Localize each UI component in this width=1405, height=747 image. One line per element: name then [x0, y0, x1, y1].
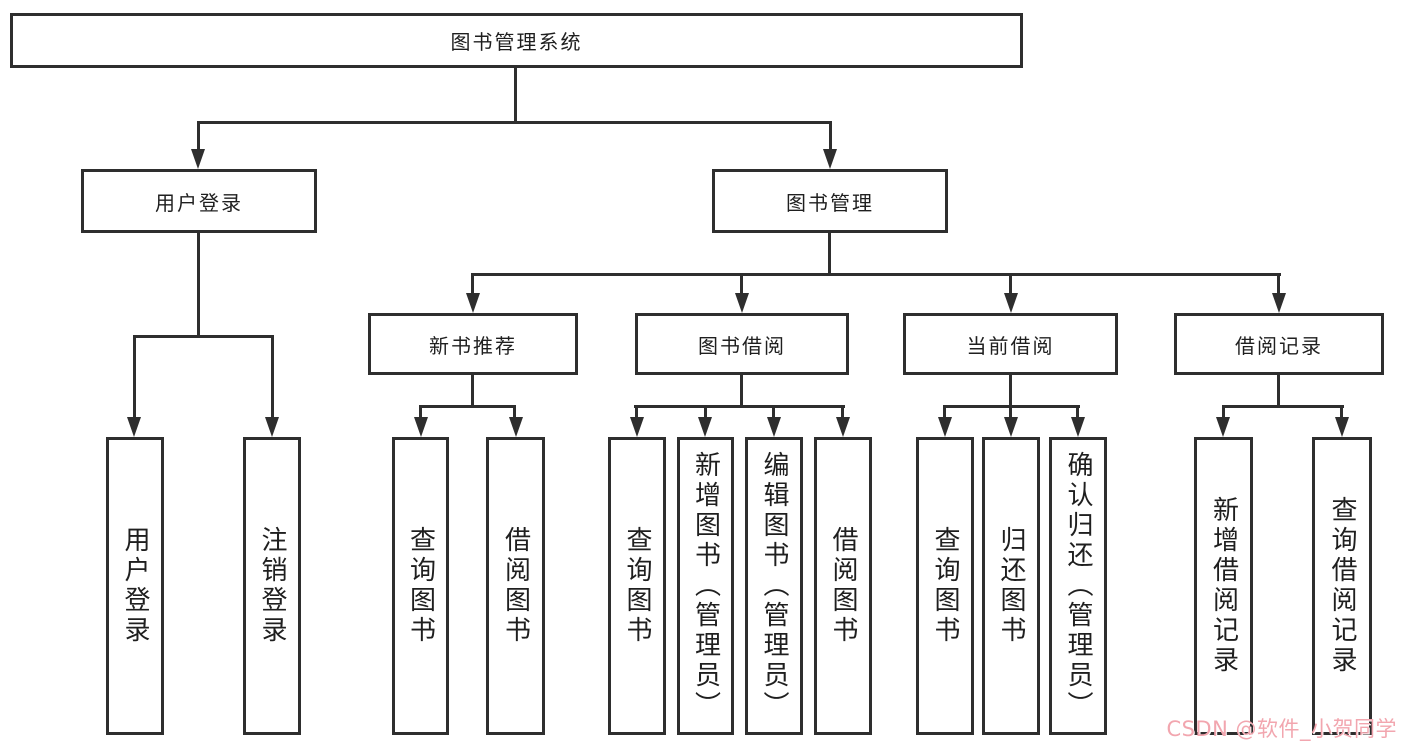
connector-user-login-stem [197, 233, 200, 338]
connector-drop [1340, 405, 1343, 419]
connector-book-borrow-hbar [634, 405, 845, 408]
connector-drop [1222, 405, 1225, 419]
connector-drop [772, 405, 775, 419]
connector-level3-hbar [471, 273, 1281, 276]
node-user-login: 用户登录 [81, 169, 317, 233]
node-book-management: 图书管理 [712, 169, 948, 233]
leaf-query-borrow-record: 查询借阅记录 [1312, 437, 1372, 735]
arrow-down-icon [509, 417, 523, 437]
connector-borrow-records-stem [1277, 375, 1280, 408]
arrow-down-icon [735, 293, 749, 313]
connector-drop-leaf-logout [271, 335, 274, 419]
leaf-label: 借阅图书 [500, 526, 531, 646]
connector-drop-book-borrow [740, 273, 743, 297]
leaf-label: 借阅图书 [828, 526, 858, 646]
arrow-down-icon [1272, 293, 1286, 313]
arrow-down-icon [1335, 417, 1349, 437]
arrow-down-icon [265, 417, 279, 437]
leaf-label: 新增借阅记录 [1208, 496, 1239, 676]
leaf-user-login: 用户登录 [106, 437, 164, 735]
connector-current-borrow-stem [1009, 375, 1012, 408]
connector-drop-book-mgmt [829, 121, 832, 153]
arrow-down-icon [630, 417, 644, 437]
leaf-label: 查询图书 [930, 526, 960, 646]
node-book-borrow: 图书借阅 [635, 313, 849, 375]
connector-drop [943, 405, 946, 419]
leaf-label: 用户登录 [120, 526, 150, 646]
arrow-down-icon [466, 293, 480, 313]
leaf-label: 查询图书 [622, 526, 652, 646]
connector-book-mgmt-stem [828, 233, 831, 276]
arrow-down-icon [823, 149, 837, 169]
connector-new-rec-hbar [419, 405, 516, 408]
connector-drop-leaf-login [133, 335, 136, 419]
leaf-label: 归还图书 [996, 526, 1026, 646]
leaf-query-books-newrec: 查询图书 [392, 437, 449, 735]
leaf-label: 新增图书（管理员） [690, 451, 721, 721]
leaf-logout: 注销登录 [243, 437, 301, 735]
leaf-add-borrow-record: 新增借阅记录 [1194, 437, 1253, 735]
leaf-return-book: 归还图书 [982, 437, 1040, 735]
leaf-label: 查询图书 [405, 526, 436, 646]
arrow-down-icon [1071, 417, 1085, 437]
connector-drop [841, 405, 844, 419]
arrow-down-icon [1004, 417, 1018, 437]
connector-level1-hbar [197, 121, 832, 124]
connector-drop [513, 405, 516, 419]
leaf-edit-book-admin: 编辑图书（管理员） [745, 437, 803, 735]
node-current-borrow: 当前借阅 [903, 313, 1118, 375]
connector-drop-new-rec [471, 273, 474, 297]
node-new-book-recommend: 新书推荐 [368, 313, 578, 375]
connector-drop-borrow-records [1277, 273, 1280, 297]
arrow-down-icon [414, 417, 428, 437]
connector-drop [1009, 405, 1012, 419]
leaf-label: 确认归还（管理员） [1063, 451, 1093, 721]
leaf-query-books-current: 查询图书 [916, 437, 974, 735]
arrow-down-icon [191, 149, 205, 169]
leaf-label: 注销登录 [257, 526, 287, 646]
leaf-borrow-books: 借阅图书 [814, 437, 872, 735]
connector-root-stem [514, 68, 517, 124]
connector-drop [704, 405, 707, 419]
arrow-down-icon [698, 417, 712, 437]
watermark-text: CSDN @软件_小贺同学 [1166, 717, 1397, 741]
connector-new-rec-stem [471, 375, 474, 408]
connector-drop-current-borrow [1009, 273, 1012, 297]
leaf-label: 查询借阅记录 [1327, 496, 1357, 676]
leaf-confirm-return-admin: 确认归还（管理员） [1049, 437, 1107, 735]
connector-drop-user-login [197, 121, 200, 153]
arrow-down-icon [1216, 417, 1230, 437]
arrow-down-icon [767, 417, 781, 437]
connector-drop [419, 405, 422, 419]
arrow-down-icon [127, 417, 141, 437]
connector-user-login-hbar [133, 335, 274, 338]
connector-borrow-records-hbar [1222, 405, 1344, 408]
arrow-down-icon [836, 417, 850, 437]
arrow-down-icon [1004, 293, 1018, 313]
leaf-borrow-books-newrec: 借阅图书 [486, 437, 545, 735]
connector-drop [635, 405, 638, 419]
connector-drop [1076, 405, 1079, 419]
node-book-management-system: 图书管理系统 [10, 13, 1023, 68]
connector-book-borrow-stem [740, 375, 743, 408]
arrow-down-icon [938, 417, 952, 437]
leaf-add-book-admin: 新增图书（管理员） [677, 437, 734, 735]
leaf-label: 编辑图书（管理员） [759, 451, 789, 721]
leaf-query-books-borrow: 查询图书 [608, 437, 666, 735]
node-borrow-records: 借阅记录 [1174, 313, 1384, 375]
